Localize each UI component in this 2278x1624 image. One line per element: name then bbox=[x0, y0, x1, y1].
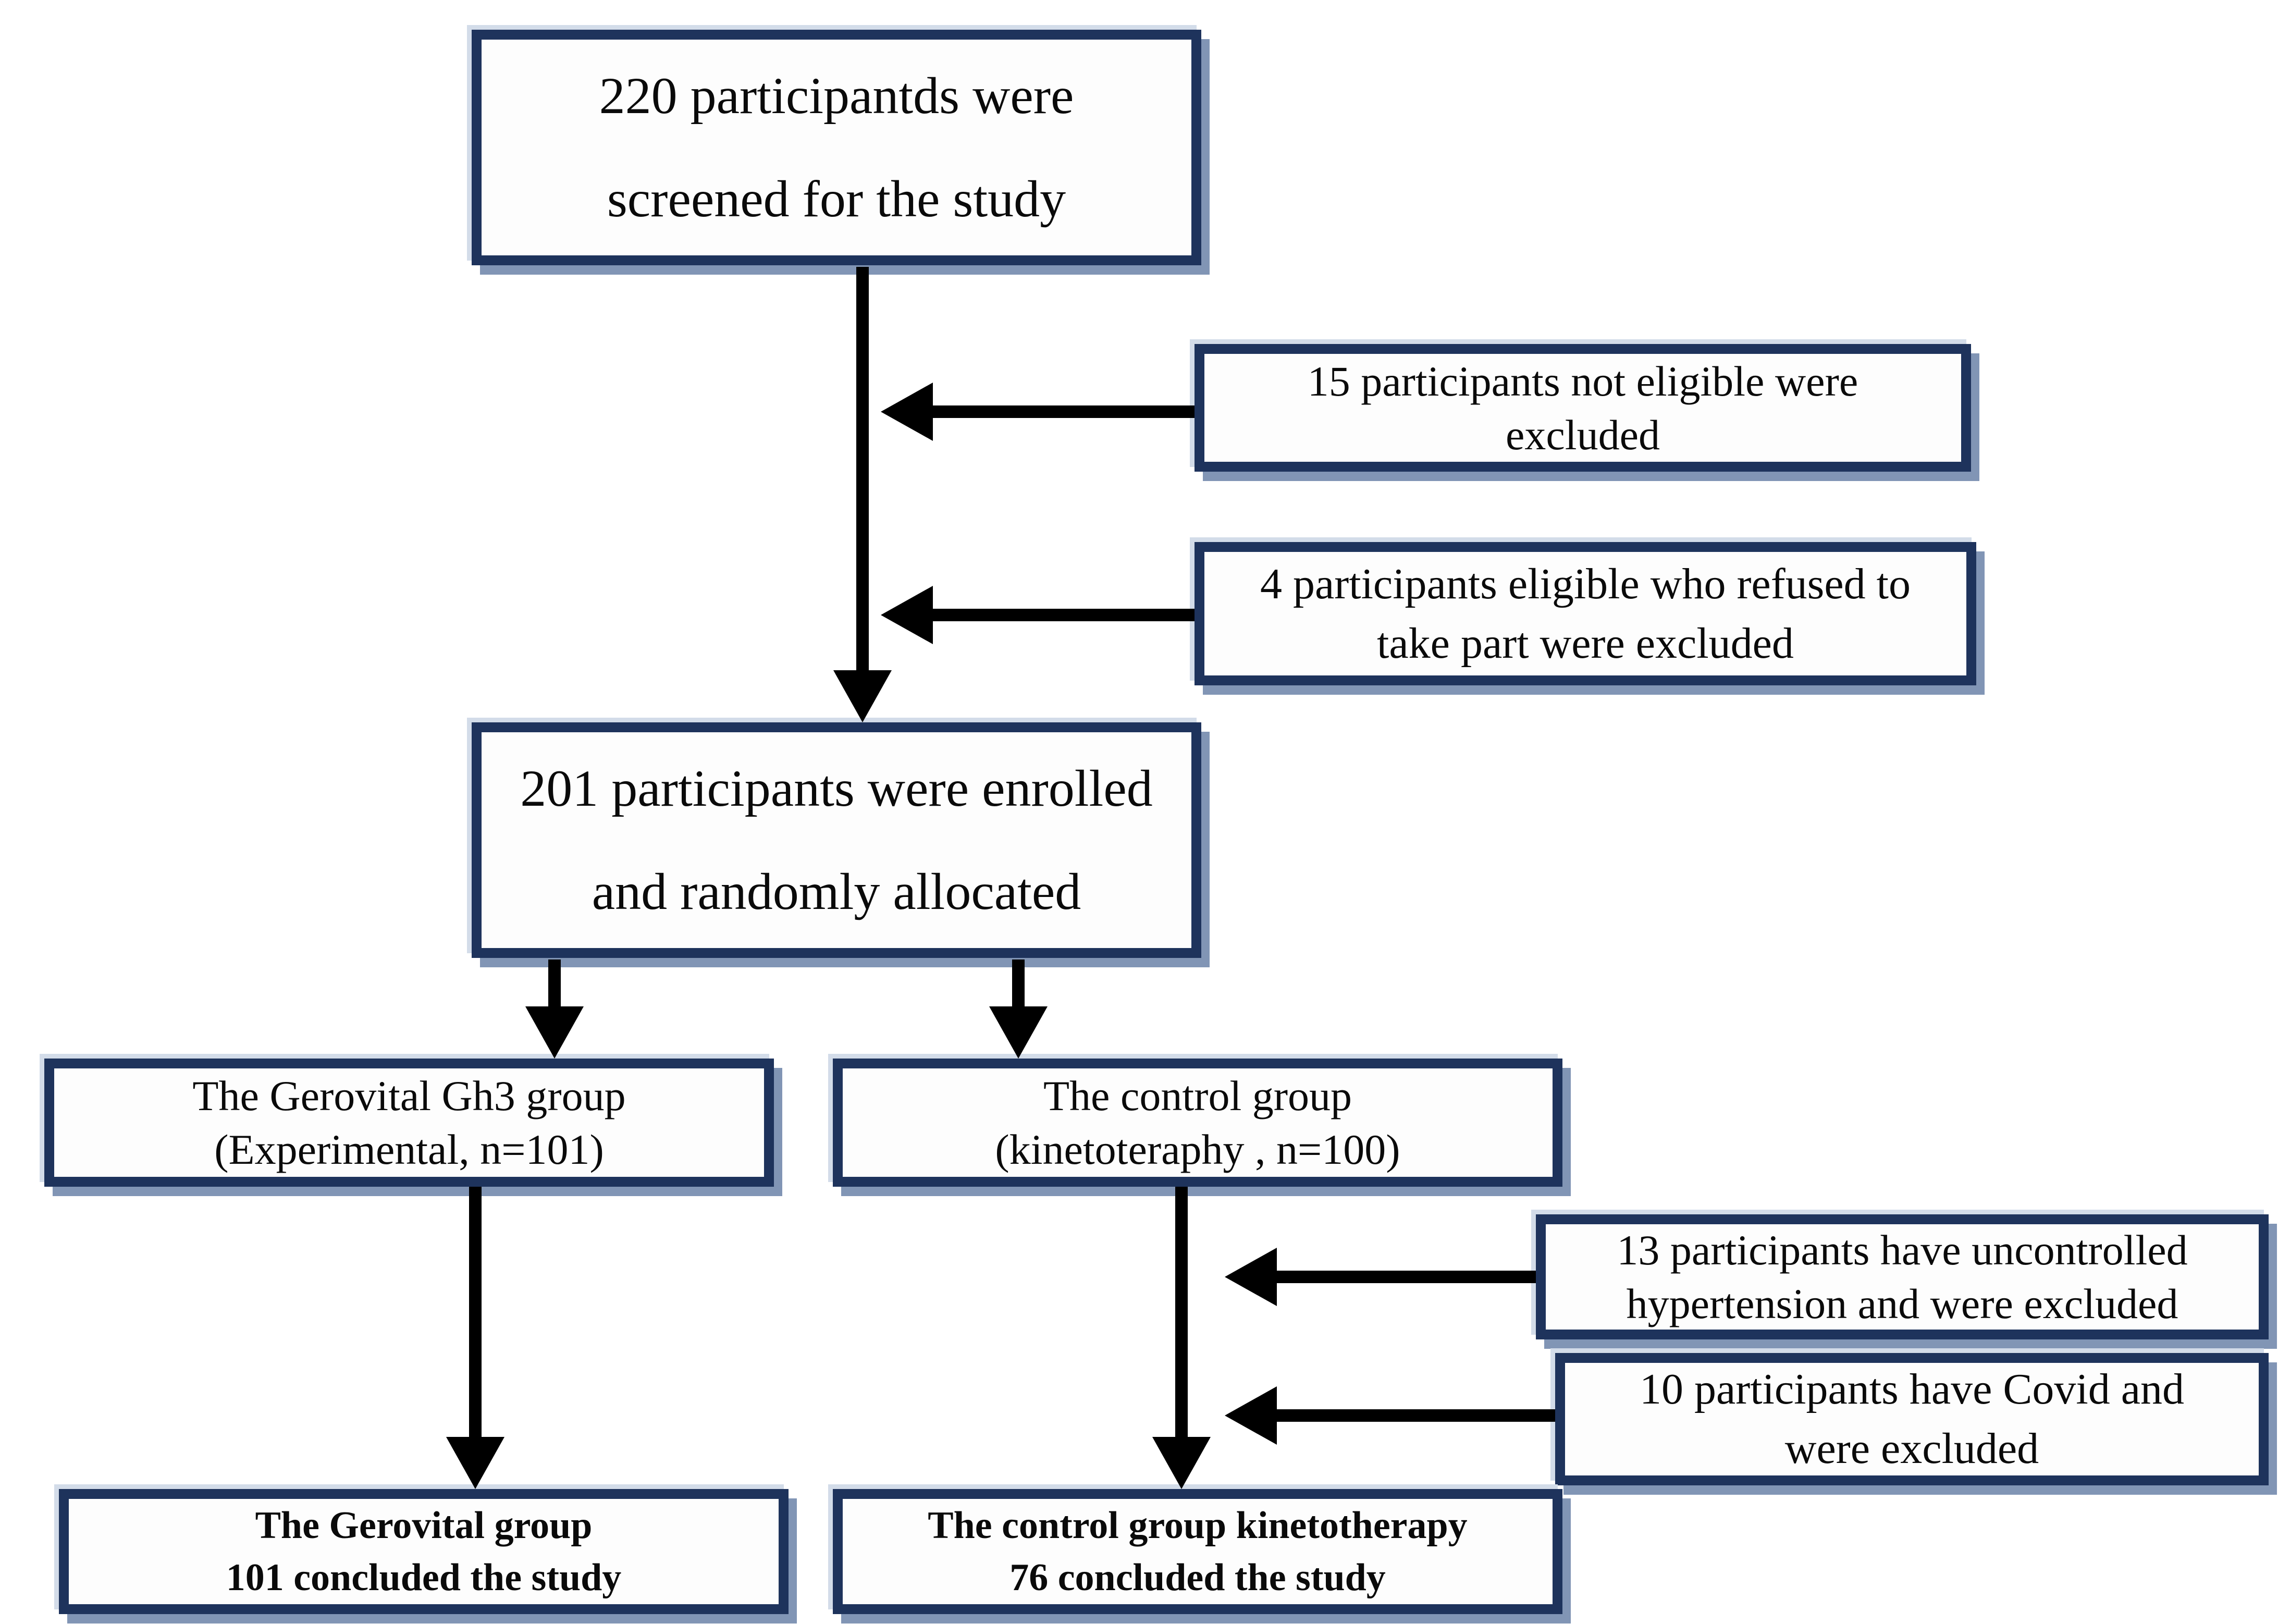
arrow-control-to-concluded-head-icon bbox=[1152, 1437, 1211, 1489]
arrow-enrolled-to-control-shaft bbox=[1012, 959, 1025, 1012]
box-enrolled-line-1: 201 participants were enrolled bbox=[520, 759, 1153, 817]
box-screened: 220 participantds were screened for the … bbox=[472, 30, 1201, 265]
arrow-enrolled-to-gerovital-head-icon bbox=[525, 1006, 584, 1059]
arrow-hypertension-shaft bbox=[1274, 1271, 1536, 1283]
arrow-gerovital-to-concluded-shaft bbox=[469, 1187, 482, 1441]
box-gerovital-end-line-1: The Gerovital group bbox=[255, 1504, 593, 1547]
arrow-enrolled-to-control-head-icon bbox=[989, 1006, 1048, 1059]
arrow-gerovital-to-concluded-head-icon bbox=[446, 1437, 504, 1489]
box-control-line-1: The control group bbox=[1043, 1072, 1352, 1119]
arrow-covid-head-icon bbox=[1225, 1386, 1277, 1445]
box-control-group: The control group (kinetoteraphy , n=100… bbox=[833, 1059, 1562, 1187]
box-hypertension-excluded: 13 participants have uncontrolled hypert… bbox=[1536, 1214, 2269, 1339]
arrow-refused-head-icon bbox=[881, 586, 933, 644]
box-covid-line-1: 10 participants have Covid and bbox=[1639, 1365, 2185, 1413]
arrow-refused-shaft bbox=[930, 609, 1195, 621]
box-not-eligible-line-2: excluded bbox=[1506, 411, 1660, 459]
box-covid-excluded: 10 participants have Covid and were excl… bbox=[1555, 1353, 2269, 1485]
arrow-not-eligible-head-icon bbox=[881, 383, 933, 441]
box-refused-line-1: 4 participants eligible who refused to bbox=[1260, 559, 1911, 608]
arrow-screened-to-enrolled-head-icon bbox=[833, 670, 892, 722]
box-refused-line-2: take part were excluded bbox=[1377, 619, 1794, 668]
arrow-control-to-concluded-shaft bbox=[1175, 1187, 1188, 1441]
box-control-end-line-2: 76 concluded the study bbox=[1009, 1556, 1386, 1599]
box-gerovital-end-line-2: 101 concluded the study bbox=[226, 1556, 622, 1599]
box-gerovital-line-1: The Gerovital Gh3 group bbox=[192, 1072, 626, 1119]
box-hypertension-line-2: hypertension and were excluded bbox=[1626, 1280, 2178, 1327]
box-enrolled: 201 participants were enrolled and rando… bbox=[472, 722, 1201, 958]
arrow-covid-shaft bbox=[1274, 1409, 1555, 1422]
box-hypertension-line-1: 13 participants have uncontrolled bbox=[1617, 1226, 2188, 1274]
box-refused-excluded: 4 participants eligible who refused to t… bbox=[1195, 542, 1976, 685]
box-control-line-2: (kinetoteraphy , n=100) bbox=[995, 1126, 1400, 1173]
box-enrolled-line-2: and randomly allocated bbox=[592, 863, 1081, 920]
box-control-end-line-1: The control group kinetotherapy bbox=[928, 1504, 1468, 1547]
box-control-concluded: The control group kinetotherapy 76 concl… bbox=[833, 1489, 1562, 1614]
box-screened-line-2: screened for the study bbox=[607, 170, 1066, 228]
box-gerovital-group: The Gerovital Gh3 group (Experimental, n… bbox=[44, 1059, 774, 1187]
box-covid-line-2: were excluded bbox=[1784, 1424, 2039, 1473]
box-screened-line-1: 220 participantds were bbox=[599, 67, 1074, 125]
box-gerovital-line-2: (Experimental, n=101) bbox=[214, 1126, 604, 1173]
box-not-eligible-excluded: 15 participants not eligible were exclud… bbox=[1195, 344, 1971, 472]
arrow-enrolled-to-gerovital-shaft bbox=[548, 959, 561, 1012]
box-not-eligible-line-1: 15 participants not eligible were bbox=[1307, 357, 1858, 405]
arrow-not-eligible-shaft bbox=[930, 405, 1195, 418]
arrow-screened-to-enrolled-shaft bbox=[856, 267, 869, 675]
arrow-hypertension-head-icon bbox=[1225, 1248, 1277, 1306]
box-gerovital-concluded: The Gerovital group 101 concluded the st… bbox=[59, 1489, 789, 1614]
